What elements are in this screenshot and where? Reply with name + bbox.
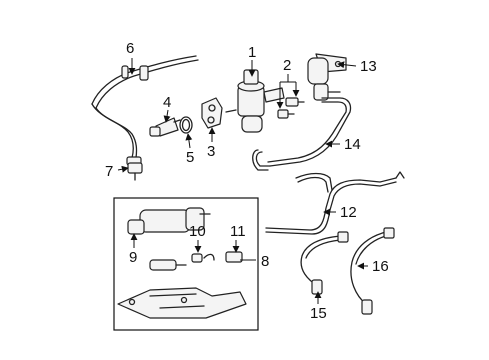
callout-6: 6	[126, 40, 134, 57]
leader-lines	[117, 58, 368, 304]
oxygen-sensor-part-16	[350, 227, 395, 315]
callout-8: 8	[261, 253, 269, 270]
vent-valve-part-4	[149, 117, 181, 137]
callout-9: 9	[129, 249, 137, 266]
vapor-tube-part-14	[252, 97, 352, 171]
callout-labels: 1 2 3 4 5 6 7 8 9 10 11 12 13 14 15 16	[105, 40, 389, 322]
callout-15: 15	[310, 305, 327, 322]
oxygen-sensor-part-15	[300, 231, 349, 295]
callout-10: 10	[189, 223, 206, 240]
fuel-pump-module-part-8	[113, 197, 259, 331]
bolts-part-2	[277, 97, 305, 119]
o-ring-part-5	[179, 116, 193, 134]
callout-4: 4	[163, 94, 171, 111]
purge-valve-part-1	[225, 69, 285, 133]
callout-2: 2	[283, 57, 291, 74]
fuel-line-part-12	[265, 171, 405, 235]
callout-7: 7	[105, 163, 113, 180]
callout-11: 11	[230, 223, 246, 240]
connector-part-7	[127, 162, 143, 181]
evap-hose-part-6	[91, 55, 199, 166]
callout-5: 5	[186, 149, 194, 166]
callout-14: 14	[344, 136, 361, 153]
callout-16: 16	[372, 258, 389, 275]
callout-13: 13	[360, 58, 377, 75]
bracket-part-3	[201, 97, 223, 129]
callout-3: 3	[207, 143, 215, 160]
callout-1: 1	[248, 44, 256, 61]
callout-12: 12	[340, 204, 357, 221]
solenoid-part-13	[307, 53, 347, 101]
